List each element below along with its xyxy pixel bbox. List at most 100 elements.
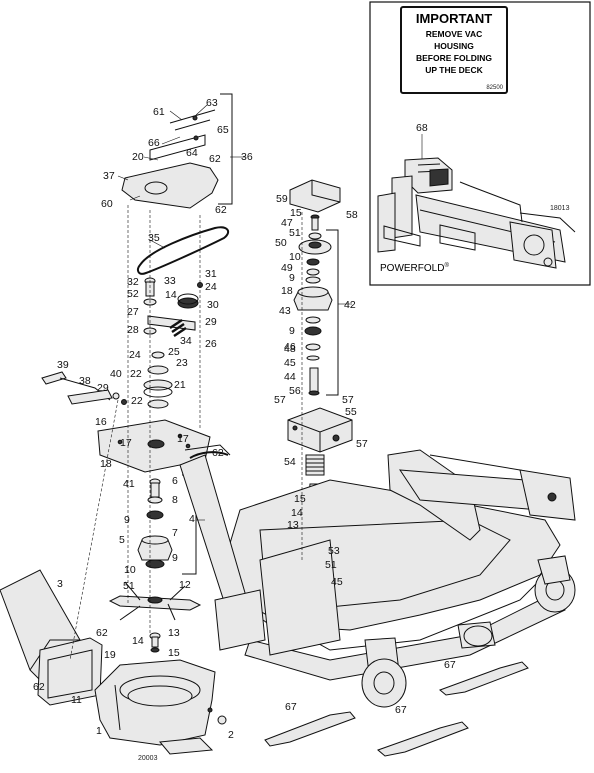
callout-7: 7 bbox=[172, 527, 178, 539]
callout-3: 3 bbox=[57, 578, 63, 590]
callout-9c: 9 bbox=[289, 272, 295, 284]
powerfold-inset: IMPORTANT REMOVE VAC HOUSING BEFORE FOLD… bbox=[369, 1, 591, 286]
callout-29b: 29 bbox=[97, 382, 109, 394]
sign-code: 82500 bbox=[486, 85, 503, 91]
callout-2: 2 bbox=[228, 729, 234, 741]
callout-13b: 13 bbox=[287, 519, 299, 531]
callout-45b: 45 bbox=[331, 576, 343, 588]
callout-11: 11 bbox=[71, 694, 82, 706]
callout-38: 38 bbox=[79, 375, 91, 387]
warning-sign bbox=[400, 6, 508, 94]
callout-58: 58 bbox=[346, 209, 358, 221]
callout-14a: 14 bbox=[165, 289, 177, 301]
callout-41: 41 bbox=[123, 478, 135, 490]
callout-55: 55 bbox=[345, 406, 357, 418]
callout-57b: 57 bbox=[342, 394, 354, 406]
sign-line-2: REMOVE VAC bbox=[426, 29, 483, 39]
callout-25: 25 bbox=[168, 346, 180, 358]
callout-22b: 22 bbox=[131, 395, 143, 407]
brand-mark: ® bbox=[444, 262, 449, 269]
drawing-number: 20003 bbox=[138, 755, 158, 762]
callout-10a: 10 bbox=[124, 564, 136, 576]
powerfold-brand: POWERFOLD® bbox=[380, 262, 449, 274]
callout-42: 42 bbox=[344, 299, 356, 311]
callout-63: 63 bbox=[206, 97, 218, 109]
callout-29a: 29 bbox=[205, 316, 217, 328]
callout-52: 52 bbox=[127, 288, 139, 300]
callout-43: 43 bbox=[279, 305, 291, 317]
callout-60: 60 bbox=[101, 198, 113, 210]
leader-lines bbox=[117, 104, 352, 521]
callout-66: 66 bbox=[148, 137, 160, 149]
callout-18b: 18 bbox=[281, 285, 293, 297]
inset-ref-number: 18013 bbox=[550, 205, 570, 212]
callout-50: 50 bbox=[275, 237, 287, 249]
callout-64: 64 bbox=[186, 147, 198, 159]
callout-1: 1 bbox=[96, 725, 102, 737]
center-drive-stack bbox=[97, 277, 211, 653]
callout-31: 31 bbox=[205, 268, 217, 280]
callout-12: 12 bbox=[179, 579, 191, 591]
callout-18: 18 bbox=[100, 458, 112, 470]
callout-33: 33 bbox=[164, 275, 176, 287]
callout-24b: 24 bbox=[129, 349, 141, 361]
callout-67c: 67 bbox=[444, 659, 456, 671]
callout-57c: 57 bbox=[356, 438, 368, 450]
belt bbox=[137, 226, 230, 275]
callout-27: 27 bbox=[127, 306, 139, 318]
callout-9b: 9 bbox=[172, 552, 178, 564]
callout-67a: 67 bbox=[285, 701, 297, 713]
callout-47: 47 bbox=[281, 217, 293, 229]
sign-line-1: IMPORTANT bbox=[416, 11, 492, 26]
callout-17a: 17 bbox=[120, 437, 132, 449]
callout-21: 21 bbox=[174, 379, 186, 391]
callout-10b: 10 bbox=[289, 251, 301, 263]
callout-16: 16 bbox=[95, 416, 107, 428]
callout-62a: 62 bbox=[209, 153, 221, 165]
callout-8: 8 bbox=[172, 494, 178, 506]
callout-14b: 14 bbox=[132, 635, 144, 647]
powerfold-mechanism bbox=[377, 157, 576, 269]
callout-17b: 17 bbox=[177, 433, 189, 445]
callout-61: 61 bbox=[153, 106, 165, 118]
callout-23: 23 bbox=[176, 357, 188, 369]
mower-deck bbox=[179, 444, 576, 708]
callout-68: 68 bbox=[416, 122, 428, 134]
callout-24a: 24 bbox=[205, 281, 217, 293]
callout-51a: 51 bbox=[123, 580, 135, 592]
callout-15b: 15 bbox=[290, 207, 302, 219]
callout-44: 44 bbox=[284, 371, 296, 383]
callout-5: 5 bbox=[119, 534, 125, 546]
callout-28: 28 bbox=[127, 324, 139, 336]
alignment-lines bbox=[69, 205, 303, 661]
control-handle bbox=[41, 371, 127, 405]
callout-19: 19 bbox=[104, 649, 116, 661]
brand-name: POWERFOLD bbox=[380, 263, 444, 274]
callout-51c: 51 bbox=[325, 559, 337, 571]
callout-22a: 22 bbox=[130, 368, 142, 380]
vac-housing bbox=[94, 659, 227, 755]
callout-32: 32 bbox=[127, 276, 139, 288]
callout-49: 49 bbox=[281, 262, 293, 274]
callout-15c: 15 bbox=[294, 493, 306, 505]
callout-37: 37 bbox=[103, 170, 115, 182]
sign-line-3: HOUSING bbox=[434, 41, 474, 51]
callout-62c: 62 bbox=[212, 447, 224, 459]
callout-48: 48 bbox=[284, 343, 296, 355]
sign-line-4: BEFORE FOLDING bbox=[416, 53, 492, 63]
callout-57a: 57 bbox=[274, 394, 286, 406]
callout-62b: 62 bbox=[215, 204, 227, 216]
callout-67b: 67 bbox=[395, 704, 407, 716]
callout-34: 34 bbox=[180, 335, 192, 347]
callout-13a: 13 bbox=[168, 627, 180, 639]
callout-26: 26 bbox=[205, 338, 217, 350]
callout-53: 53 bbox=[328, 545, 340, 557]
callout-65: 65 bbox=[217, 124, 229, 136]
callout-45a: 45 bbox=[284, 357, 296, 369]
callout-46: 46 bbox=[284, 341, 296, 353]
callout-62e: 62 bbox=[33, 681, 45, 693]
callout-51b: 51 bbox=[289, 227, 301, 239]
